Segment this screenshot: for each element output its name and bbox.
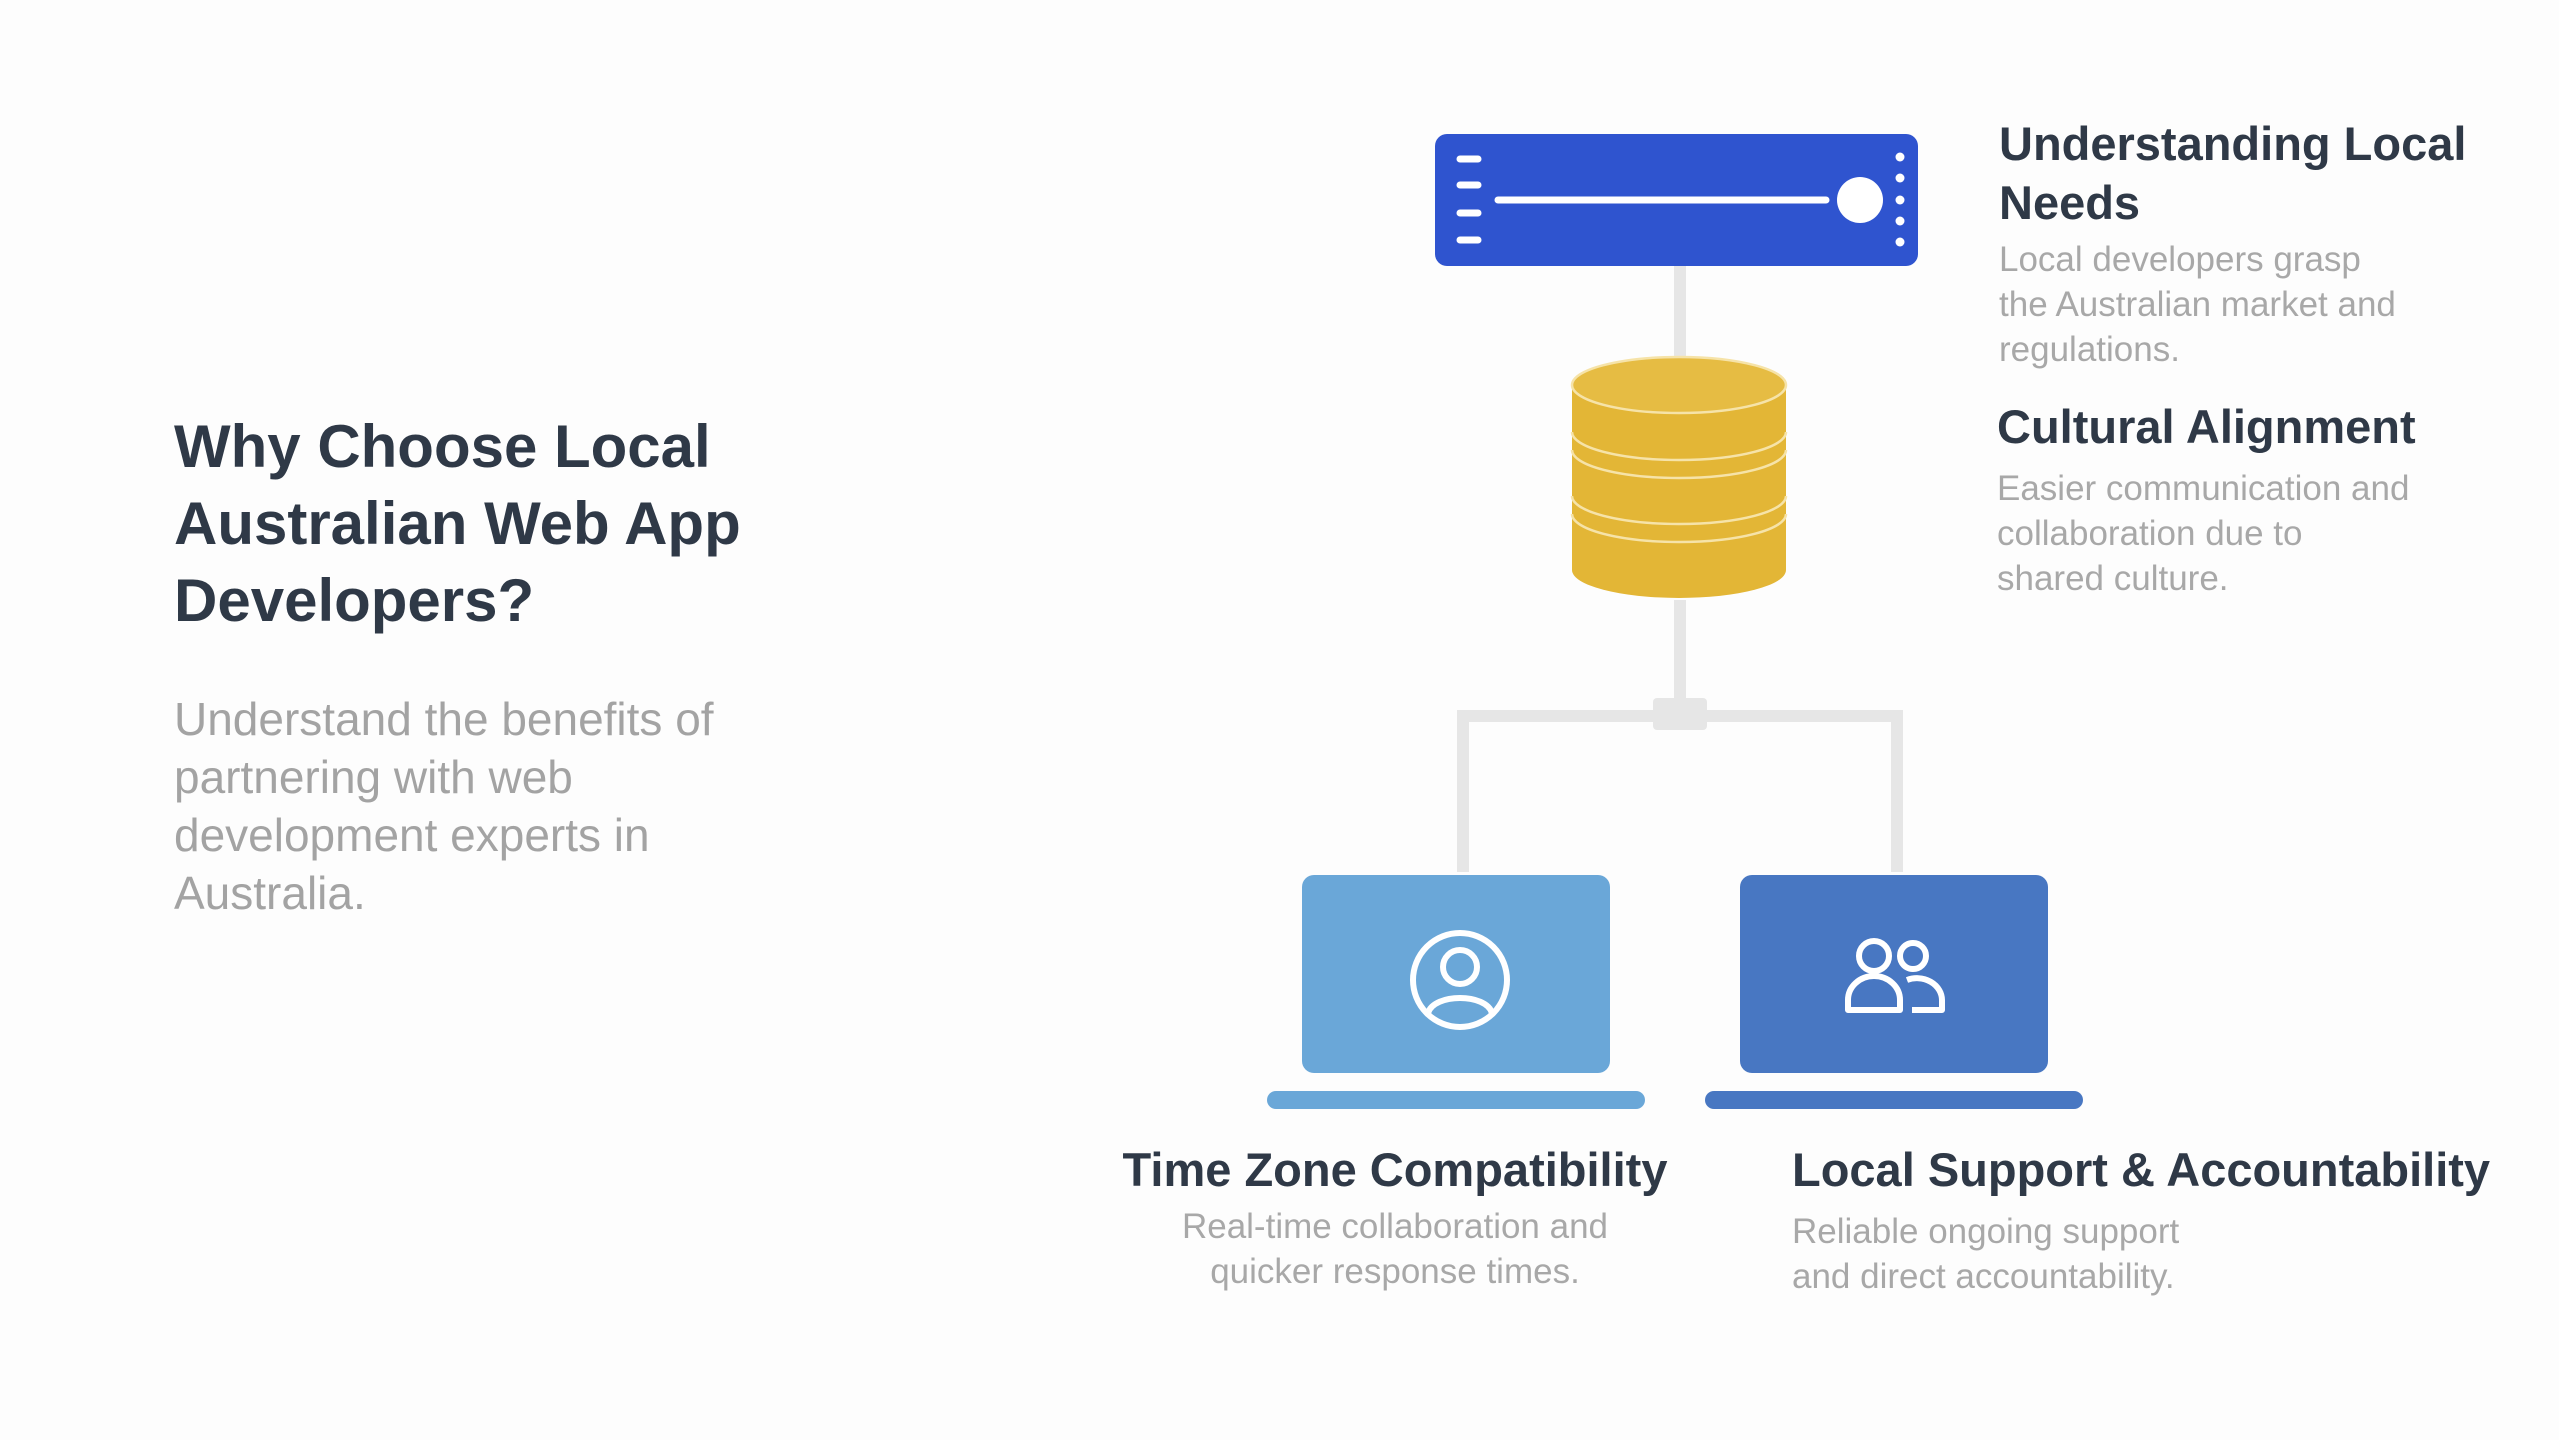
feature-understanding-local-needs: Understanding Local Needs Local develope… [1999, 114, 2519, 372]
feature-description: Local developers grasp the Australian ma… [1999, 240, 2396, 369]
laptop-users-icon [1705, 875, 2083, 1109]
feature-description: Real-time collaboration and quicker resp… [1181, 1207, 1609, 1291]
feature-title: Time Zone Compatibility [1122, 1143, 1668, 1196]
page-title: Why Choose Local Australian Web App Deve… [174, 413, 741, 634]
feature-title: Understanding Local Needs [1999, 117, 2467, 229]
laptop-user-icon [1267, 875, 1645, 1109]
feature-local-support-accountability: Local Support & Accountability Reliable … [1792, 1140, 2532, 1299]
feature-title: Local Support & Accountability [1792, 1143, 2491, 1196]
database-icon [1570, 355, 1788, 598]
feature-title: Cultural Alignment [1997, 400, 2416, 453]
feature-time-zone-compatibility: Time Zone Compatibility Real-time collab… [1110, 1140, 1680, 1294]
server-icon [1435, 134, 1918, 266]
feature-cultural-alignment: Cultural Alignment Easier communication … [1997, 397, 2517, 601]
feature-description: Easier communication and collaboration d… [1997, 469, 2410, 598]
page-subtitle: Understand the benefits of partnering wi… [174, 693, 714, 919]
feature-description: Reliable ongoing support and direct acco… [1792, 1212, 2180, 1296]
connector-junction [1653, 698, 1707, 730]
